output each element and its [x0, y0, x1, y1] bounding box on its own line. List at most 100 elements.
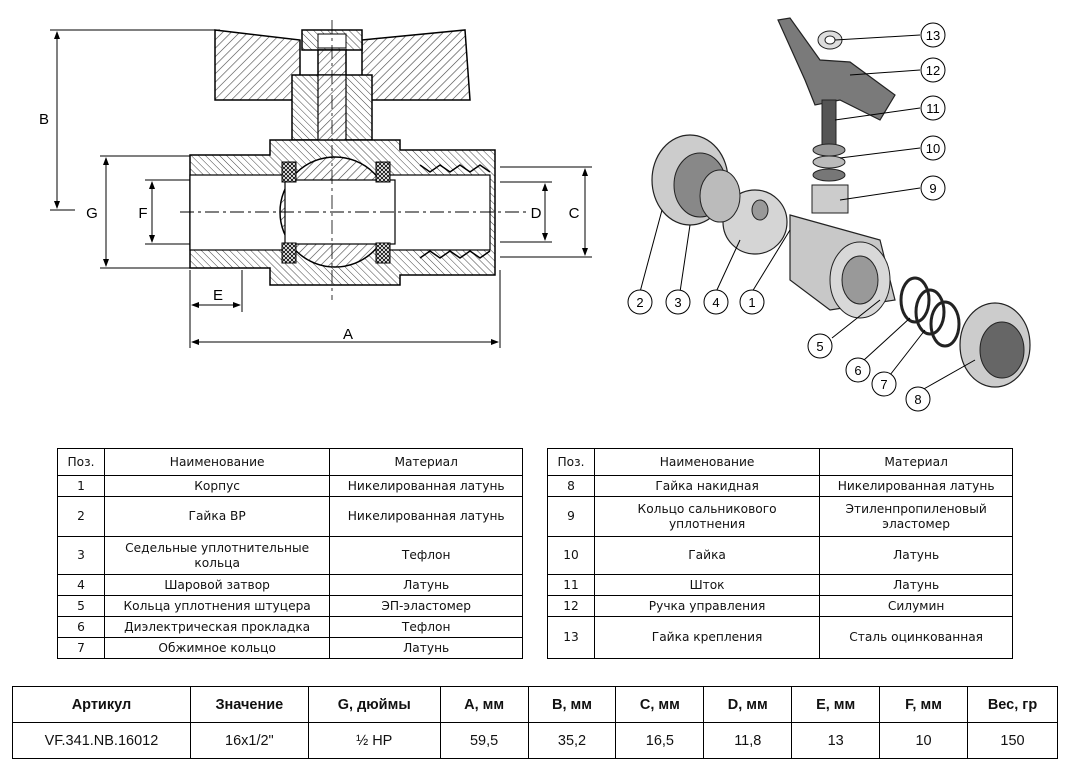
spec-header: E, мм — [791, 686, 881, 723]
handle-section — [214, 29, 301, 101]
dim-label-f: E — [213, 287, 223, 304]
cell-material: Латунь — [329, 637, 523, 659]
callout-3: 3 — [674, 295, 681, 310]
table-row: 1 Корпус Никелированная латунь — [57, 475, 523, 497]
table-row: 2 Гайка ВР Никелированная латунь — [57, 496, 523, 537]
header-name: Наименование — [593, 448, 821, 476]
cell-name: Гайка накидная — [593, 475, 821, 497]
cell-pos: 1 — [57, 475, 105, 497]
spec-g-inches: ½ НР — [307, 722, 441, 759]
cell-name: Шаровой затвор — [103, 574, 331, 596]
cell-pos: 6 — [57, 616, 105, 638]
spec-header: C, мм — [615, 686, 705, 723]
cell-pos: 8 — [547, 475, 595, 497]
cell-name: Шток — [593, 574, 821, 596]
callout-13: 13 — [926, 28, 940, 43]
table-row: 10 Гайка Латунь — [547, 536, 1013, 575]
spec-header: B, мм — [527, 686, 617, 723]
cell-material: Этиленпропиленовый эластомер — [819, 496, 1013, 537]
cell-name: Диэлектрическая прокладка — [103, 616, 331, 638]
technical-drawing: B G F D C A E — [39, 17, 1031, 412]
table-row: 5 Кольца уплотнения штуцера ЭП-эластомер — [57, 595, 523, 617]
header-pos: Поз. — [547, 448, 595, 476]
callout-7: 7 — [880, 377, 887, 392]
callout-2: 2 — [636, 295, 643, 310]
cell-pos: 3 — [57, 536, 105, 575]
header-material: Материал — [329, 448, 523, 476]
callout-4: 4 — [712, 295, 719, 310]
spec-table: Артикул Значение G, дюймы A, мм B, мм C,… — [12, 686, 1058, 759]
cell-material: Тефлон — [329, 536, 523, 575]
callout-10: 10 — [926, 141, 940, 156]
spec-article: VF.341.NB.16012 — [12, 722, 191, 759]
cell-pos: 5 — [57, 595, 105, 617]
spec-d-mm: 11,8 — [703, 722, 793, 759]
callout-numbers: 13 12 11 10 9 2 3 4 1 5 6 7 8 — [636, 28, 940, 407]
cell-material: Латунь — [819, 574, 1013, 596]
dim-label-g: G — [86, 205, 98, 222]
table-row: 4 Шаровой затвор Латунь — [57, 574, 523, 596]
spec-header: Вес, гр — [967, 686, 1058, 723]
cell-name: Ручка управления — [593, 595, 821, 617]
cell-name: Гайка ВР — [103, 496, 331, 537]
cell-material: Никелированная латунь — [819, 475, 1013, 497]
callout-1: 1 — [748, 295, 755, 310]
table-row: 8 Гайка накидная Никелированная латунь — [547, 475, 1013, 497]
table-row: 7 Обжимное кольцо Латунь — [57, 637, 523, 659]
spec-header: F, мм — [879, 686, 968, 723]
spec-header-row: Артикул Значение G, дюймы A, мм B, мм C,… — [12, 686, 1058, 723]
header-pos: Поз. — [57, 448, 105, 476]
cell-pos: 2 — [57, 496, 105, 537]
table-row: 13 Гайка крепления Сталь оцинкованная — [547, 616, 1013, 659]
callout-circles — [627, 22, 946, 412]
cell-name: Обжимное кольцо — [103, 637, 331, 659]
cell-pos: 13 — [547, 616, 595, 659]
dim-label-b: B — [39, 111, 49, 128]
table-row: 3 Седельные уплотнительные кольца Тефлон — [57, 536, 523, 575]
callouts — [639, 34, 976, 391]
table-row: 12 Ручка управления Силумин — [547, 595, 1013, 617]
cell-material: Никелированная латунь — [329, 475, 523, 497]
callout-11: 11 — [926, 101, 940, 116]
cell-material: Латунь — [819, 536, 1013, 575]
cell-name: Кольцо сальникового уплотнения — [593, 496, 821, 537]
cell-pos: 11 — [547, 574, 595, 596]
spec-b-mm: 35,2 — [527, 722, 617, 759]
spec-weight-g: 150 — [967, 722, 1058, 759]
header-material: Материал — [819, 448, 1013, 476]
parts-table-left: Поз. Наименование Материал 1 Корпус Нике… — [57, 448, 523, 659]
spec-value: 16x1/2" — [189, 722, 309, 759]
callout-9: 9 — [929, 181, 936, 196]
cell-name: Гайка — [593, 536, 821, 575]
cell-material: Никелированная латунь — [329, 496, 523, 537]
cell-pos: 12 — [547, 595, 595, 617]
cell-material: ЭП-эластомер — [329, 595, 523, 617]
cell-material: Латунь — [329, 574, 523, 596]
cell-pos: 10 — [547, 536, 595, 575]
cell-pos: 7 — [57, 637, 105, 659]
dim-label-e: F — [138, 205, 147, 222]
dimension-lines — [50, 29, 592, 348]
cell-material: Силумин — [819, 595, 1013, 617]
callout-6: 6 — [854, 363, 861, 378]
spec-value-row: VF.341.NB.16012 16x1/2" ½ НР 59,5 35,2 1… — [12, 722, 1058, 759]
spec-header: D, мм — [703, 686, 793, 723]
cell-name: Гайка крепления — [593, 616, 821, 659]
header-name: Наименование — [103, 448, 331, 476]
spec-header: Артикул — [12, 686, 191, 723]
cell-material: Тефлон — [329, 616, 523, 638]
spec-c-mm: 16,5 — [615, 722, 705, 759]
cell-name: Седельные уплотнительные кольца — [103, 536, 331, 575]
dim-label-c: C — [569, 205, 580, 222]
callout-12: 12 — [926, 63, 940, 78]
spec-header: A, мм — [439, 686, 529, 723]
cell-pos: 9 — [547, 496, 595, 537]
handle-3d — [777, 17, 896, 121]
callout-5: 5 — [816, 339, 823, 354]
table-row: 11 Шток Латунь — [547, 574, 1013, 596]
table-header: Поз. Наименование Материал — [547, 448, 1013, 476]
dim-label-a: A — [343, 326, 353, 343]
cell-name: Кольца уплотнения штуцера — [103, 595, 331, 617]
dim-label-d: D — [531, 205, 542, 222]
cell-material: Сталь оцинкованная — [819, 616, 1013, 659]
